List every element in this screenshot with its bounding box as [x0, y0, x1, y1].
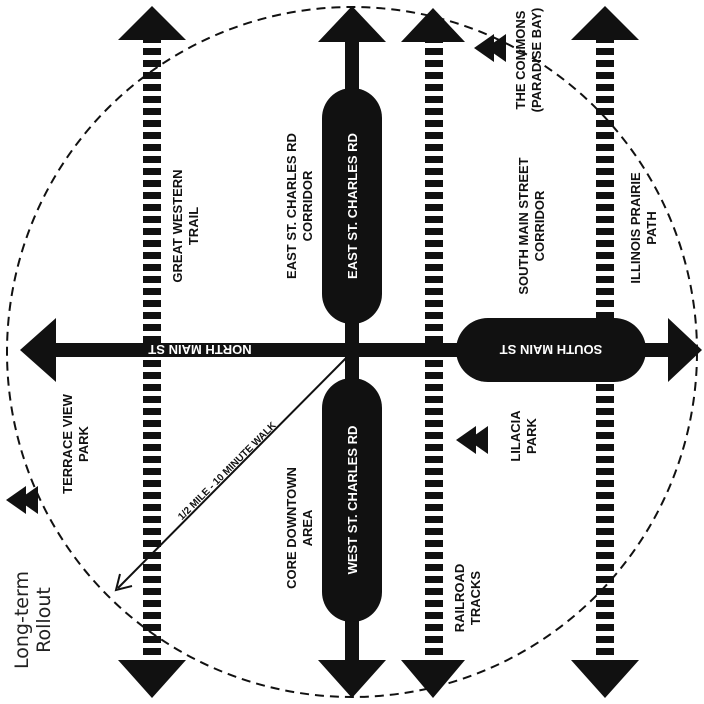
label-prairie-path-line1: ILLINOIS PRAIRIE	[628, 172, 643, 284]
label-great-western-line1: GREAT WESTERN	[170, 169, 185, 282]
label-east-corridor-line1: EAST ST. CHARLES RD	[284, 133, 299, 279]
label-terrace-view-line2: PARK	[76, 425, 91, 461]
label-lilacia-line1: LILACIA	[508, 410, 523, 462]
label-south-corridor-line2: CORRIDOR	[532, 190, 547, 261]
label-walk-radius: 1/2 MILE - 10 MINUTE WALK	[176, 420, 279, 523]
label-south-corridor-line1: SOUTH MAIN STREET	[516, 157, 531, 294]
map-title-line1: Long-term	[11, 571, 33, 669]
walk-radius-arrow	[114, 573, 133, 592]
label-south-main: SOUTH MAIN ST	[500, 342, 603, 357]
map-title-line2: Rollout	[33, 587, 55, 653]
label-lilacia-line2: PARK	[524, 417, 539, 453]
label-core-downtown-line1: CORE DOWNTOWN	[284, 467, 299, 589]
label-north-main: NORTH MAIN ST	[148, 342, 251, 357]
main-street	[20, 318, 702, 382]
lilacia-marker-icon	[456, 426, 488, 454]
label-great-western-line2: TRAIL	[186, 207, 201, 245]
label-east-corridor-line2: CORRIDOR	[300, 170, 315, 241]
label-east-st-charles: EAST ST. CHARLES RD	[345, 133, 360, 279]
terrace-view-marker-icon	[6, 486, 38, 514]
label-commons-line1: THE COMMONS	[513, 10, 528, 109]
label-railroad-line2: TRACKS	[468, 571, 483, 625]
label-commons-line2: (PARADISE BAY)	[529, 8, 544, 113]
label-terrace-view-line1: TERRACE VIEW	[60, 393, 75, 493]
label-railroad-line1: RAILROAD	[452, 564, 467, 633]
label-prairie-path-line2: PATH	[644, 211, 659, 244]
label-core-downtown-line2: AREA	[300, 509, 315, 546]
walk-radius-line	[117, 351, 353, 589]
label-west-st-charles: WEST ST. CHARLES RD	[345, 426, 360, 575]
commons-marker-icon	[474, 34, 506, 62]
